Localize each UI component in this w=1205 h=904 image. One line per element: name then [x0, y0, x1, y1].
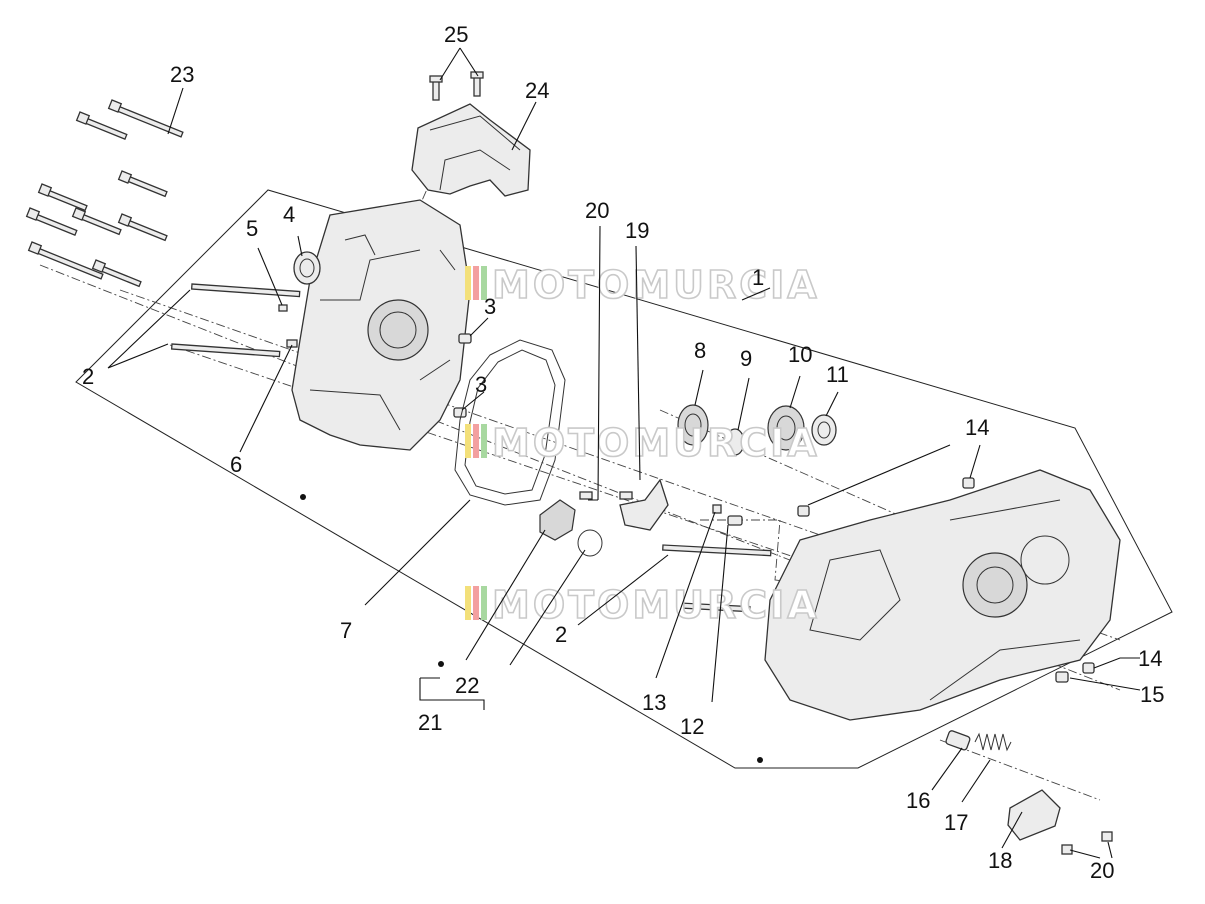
callout-22: 22 [455, 673, 479, 698]
callout-12: 12 [680, 714, 704, 739]
watermark-text: MOTOMURCIA [492, 263, 820, 307]
callout-9: 9 [740, 346, 752, 371]
callout-11: 11 [826, 362, 849, 387]
watermark-text: MOTOMURCIA [492, 421, 820, 465]
callout-1: 1 [752, 265, 764, 290]
bracket-19 [619, 478, 669, 531]
leader-lines [107, 47, 1141, 859]
callout-15: 15 [1140, 682, 1164, 707]
callout-13: 13 [642, 690, 666, 715]
callout-10: 10 [788, 342, 812, 367]
callout-2: 2 [82, 364, 94, 389]
callout-4: 4 [283, 202, 295, 227]
callout-19: 19 [625, 218, 649, 243]
bolt [117, 213, 168, 242]
watermark-bottom: MOTOMURCIA [465, 582, 820, 628]
seal-9 [725, 428, 745, 456]
watermark-text: MOTOMURCIA [492, 583, 820, 627]
bolt [25, 207, 78, 236]
watermark-top: MOTOMURCIA [465, 262, 820, 308]
callout-14: 14 [1138, 646, 1162, 671]
gasket-7 [454, 339, 566, 506]
bolts-23 [25, 99, 184, 288]
bolt [37, 183, 88, 212]
bolt [117, 170, 168, 198]
plug-12 [727, 515, 743, 526]
bolt [91, 259, 142, 288]
callout-14: 14 [965, 415, 989, 440]
callout-20: 20 [585, 198, 609, 223]
assembly-frame [75, 189, 1173, 769]
watermark-middle: MOTOMURCIA [465, 420, 820, 466]
screw-13 [712, 504, 722, 514]
dowels-3 [453, 333, 472, 418]
bushing-16 [945, 730, 971, 751]
callout-17: 17 [944, 810, 968, 835]
callout-6: 6 [230, 452, 242, 477]
reference-dots [300, 494, 763, 763]
callout-18: 18 [988, 848, 1012, 873]
bearing-8 [677, 404, 709, 446]
screws-25 [429, 71, 484, 101]
dowel-15 [1055, 671, 1069, 683]
dowel-6 [286, 339, 298, 348]
crankcase-right-half [764, 469, 1121, 721]
callout-8: 8 [694, 338, 706, 363]
callout-5: 5 [246, 216, 258, 241]
bolt [107, 99, 184, 138]
callout-25: 25 [444, 22, 468, 47]
cover-24 [411, 103, 531, 197]
callout-3: 3 [475, 372, 487, 397]
seal-4 [293, 251, 321, 285]
callout-16: 16 [906, 788, 930, 813]
bolt [27, 241, 104, 280]
callout-21: 21 [418, 710, 442, 735]
dowel-5 [278, 304, 288, 312]
bolt [71, 207, 122, 236]
spring-17 [974, 732, 1012, 752]
bolts-20 [579, 491, 1113, 855]
callouts: 1 2 2 3 3 4 5 6 7 8 9 10 11 12 13 14 14 … [82, 22, 1164, 883]
plate-18 [1007, 789, 1061, 841]
seal-11 [811, 414, 837, 446]
part-21 [539, 499, 576, 541]
callout-7: 7 [340, 618, 352, 643]
bearing-10 [767, 405, 805, 451]
studs-2 [170, 283, 772, 613]
callout-3: 3 [484, 294, 496, 319]
crankcase-left-half [291, 199, 471, 451]
dowels-14 [797, 477, 1095, 674]
oring-22 [577, 529, 603, 557]
callout-24: 24 [525, 78, 549, 103]
bolt [75, 111, 128, 140]
callout-2: 2 [555, 622, 567, 647]
callout-23: 23 [170, 62, 194, 87]
callout-20: 20 [1090, 858, 1114, 883]
